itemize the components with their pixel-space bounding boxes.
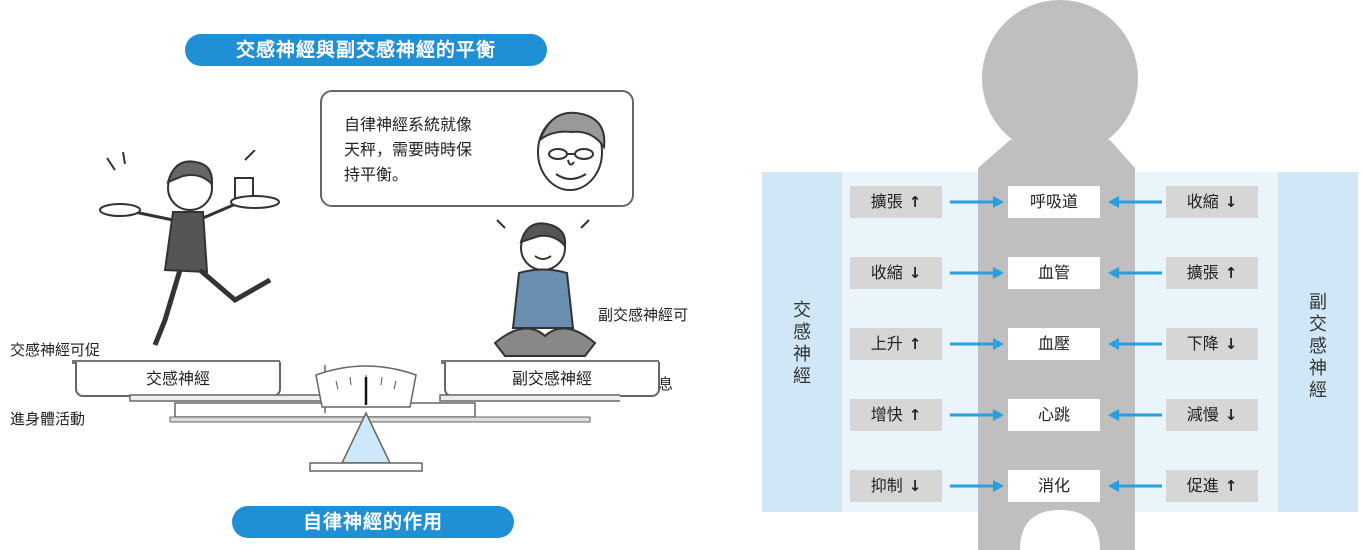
speech-line: 持平衡。 [344,165,409,184]
arrow-down-icon: ↓ [908,477,922,495]
parasympathetic-pan: 副交感神經 [444,362,660,397]
organ-label: 心跳 [1008,399,1100,431]
parasympathetic-effect-text: 收縮 [1186,192,1219,211]
arrow-up-icon: ↑ [1224,264,1238,282]
sympathetic-band [762,172,842,512]
parasympathetic-effect-text: 促進 [1186,476,1219,495]
sympathetic-effect: 上升 ↑ [850,328,942,360]
organ-label: 呼吸道 [1008,186,1100,218]
label-char: 交 [793,300,811,321]
arrow-up-icon: ↑ [908,193,922,211]
sympathetic-arrow [950,480,1004,492]
organ-label: 血管 [1008,257,1100,289]
sympathetic-effect-text: 收縮 [870,263,903,282]
arrow-down-icon: ↓ [1224,406,1238,424]
sympathetic-arrow [950,267,1004,279]
speech-bubble: 自律神經系統就像 天秤，需要時時保 持平衡。 [320,90,634,207]
sympathetic-effect: 收縮 ↓ [850,257,942,289]
arrow-up-icon: ↑ [1224,477,1238,495]
relaxed-person-illustration [493,219,597,357]
organ-label-text: 消化 [1037,476,1070,495]
parasympathetic-arrow [1108,196,1162,208]
parasympathetic-arrow [1108,409,1162,421]
caption-line: 副交感神經可 [598,306,689,324]
sympathetic-caption: 交感神經可促 進身體活動 [10,293,100,454]
parasympathetic-effect: 減慢 ↓ [1166,399,1258,431]
organ-label-text: 血管 [1037,263,1070,282]
organ-label-text: 呼吸道 [1029,192,1078,211]
parasympathetic-vertical-label: 副 交 感 神 經 [1306,292,1330,402]
arrow-up-icon: ↑ [908,406,922,424]
speech-line: 天秤，需要時時保 [344,140,473,159]
parasympathetic-band [1278,172,1358,512]
parasympathetic-effect: 擴張 ↑ [1166,257,1258,289]
organ-label-text: 血壓 [1037,334,1070,353]
caption-line: 進身體活動 [10,410,86,428]
label-char: 副 [1309,292,1327,313]
arrow-down-icon: ↓ [1224,193,1238,211]
arrow-down-icon: ↓ [1224,335,1238,353]
parasympathetic-effect-text: 減慢 [1186,405,1219,424]
label-char: 神 [793,344,811,365]
sympathetic-vertical-label: 交 感 神 經 [790,300,814,388]
sympathetic-effect: 抑制 ↓ [850,470,942,502]
label-char: 感 [793,322,811,343]
doctor-face-illustration [537,111,606,191]
sympathetic-arrow [950,409,1004,421]
parasympathetic-effect: 促進 ↑ [1166,470,1258,502]
organ-label: 消化 [1008,470,1100,502]
arrow-up-icon: ↑ [908,335,922,353]
sympathetic-effect-text: 增快 [870,405,903,424]
parasympathetic-arrow [1108,480,1162,492]
sympathetic-effect-text: 抑制 [870,476,903,495]
balance-title: 交感神經與副交感神經的平衡 [185,34,547,66]
sympathetic-effect: 增快 ↑ [850,399,942,431]
parasympathetic-arrow [1108,267,1162,279]
parasympathetic-effect: 收縮 ↓ [1166,186,1258,218]
sympathetic-effect-text: 擴張 [870,192,903,211]
label-char: 神 [1309,358,1327,379]
parasympathetic-effect-text: 擴張 [1186,263,1219,282]
sympathetic-arrow [950,338,1004,350]
label-char: 感 [1309,336,1327,357]
effect-title: 自律神經的作用 [232,506,514,538]
sympathetic-pan: 交感神經 [75,362,281,397]
organ-label-text: 心跳 [1037,405,1070,424]
balance-scale [129,365,620,472]
arrow-down-icon: ↓ [908,264,922,282]
sympathetic-arrow [950,196,1004,208]
label-char: 經 [793,366,811,387]
label-char: 經 [1309,380,1327,401]
caption-line: 交感神經可促 [10,341,101,359]
label-char: 交 [1309,314,1327,335]
busy-person-illustration [99,150,280,346]
parasympathetic-effect-text: 下降 [1186,334,1219,353]
sympathetic-effect-text: 上升 [870,334,903,353]
parasympathetic-effect: 下降 ↓ [1166,328,1258,360]
parasympathetic-arrow [1108,338,1162,350]
organ-label: 血壓 [1008,328,1100,360]
sympathetic-effect: 擴張 ↑ [850,186,942,218]
speech-line: 自律神經系統就像 [344,115,473,134]
speech-text: 自律神經系統就像 天秤，需要時時保 持平衡。 [344,112,514,187]
